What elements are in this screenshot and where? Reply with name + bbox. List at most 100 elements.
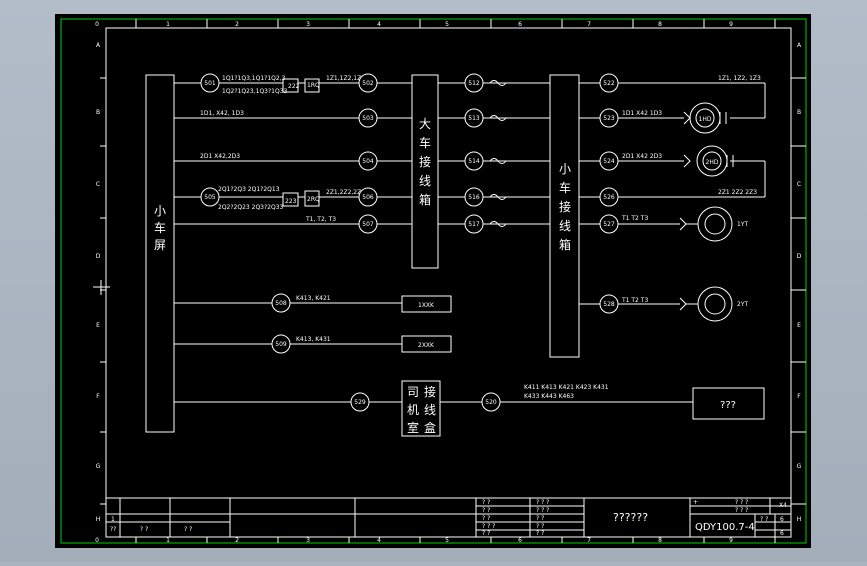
title-cell: ? ? [482, 507, 490, 514]
brake-label: 1YT [737, 221, 748, 228]
terminal-node: 524 [599, 151, 619, 171]
terminal-node: 508 [271, 293, 291, 313]
terminal-node: 503 [358, 108, 378, 128]
title-cell: + [693, 499, 698, 506]
title-cell: ? ? ? [482, 523, 495, 530]
wire-label: 1Z1,1Z2,1Z3 [326, 75, 365, 82]
bridge-box-char: 箱 [419, 192, 431, 207]
ruler-col-label: 6 [518, 21, 522, 28]
terminal-node-label: 517 [468, 221, 480, 228]
terminal-node: 516 [464, 187, 484, 207]
terminal-node: 529 [350, 392, 370, 412]
ruler-col-label: 1 [166, 537, 170, 544]
remote-device-box: ??? [692, 387, 765, 420]
wire-label: T1 T2 T3 [621, 297, 648, 304]
title-cell: ? ? ? [735, 507, 748, 514]
inner-frame [105, 27, 792, 538]
trolley-box-char: 线 [559, 219, 571, 233]
ruler-col-label: 0 [95, 21, 99, 28]
title-cell: ?? [110, 526, 116, 533]
wire-label: 222 [288, 83, 300, 90]
terminal-node-label: 528 [603, 301, 615, 308]
ruler-col-label: 0 [95, 537, 99, 544]
ruler-row-label: D [96, 253, 101, 260]
ruler-row-label: A [797, 42, 802, 49]
terminal-node: 505 [200, 187, 220, 207]
ruler-col-label: 2 [235, 537, 239, 544]
ruler-row-label: H [797, 516, 802, 523]
cab-box-char: 线 [424, 403, 436, 417]
terminal-node-label: 502 [362, 80, 374, 87]
ruler-row-label: D [797, 253, 802, 260]
terminal-node-label: 509 [275, 341, 287, 348]
bridge-junction-box: 大 车 接 线 箱 [411, 74, 439, 269]
title-cell: ? ? [536, 530, 544, 537]
cab-box-char: 司 [407, 385, 419, 399]
terminal-node-label: 508 [275, 300, 287, 307]
trolley-screen-char: 车 [154, 220, 166, 235]
terminal-node: 526 [599, 187, 619, 207]
title-cell: ? ? [140, 526, 148, 533]
terminal-node: 504 [358, 151, 378, 171]
ruler-row-label: G [96, 463, 101, 470]
ruler-row-label: F [96, 393, 100, 400]
ruler-row-label: B [96, 109, 100, 116]
brake-label: 2YT [737, 301, 748, 308]
terminal-node: 527 [599, 214, 619, 234]
title-cell: ? ? ? [536, 507, 549, 514]
trolley-screen-char: 小 [154, 204, 166, 218]
limit-switch-2xxk: 2XXK [418, 342, 435, 349]
terminal-node: 522 [599, 73, 619, 93]
title-cell: ? ? [482, 499, 490, 506]
title-block: 1 ?? ? ? ? ? ? ? ? ? ? ? ? ? ? ? ? ? ? ?… [106, 497, 791, 537]
ruler-row-label: A [96, 42, 101, 49]
terminal-node-label: 512 [468, 80, 480, 87]
motor-label: 1HD [699, 116, 712, 123]
ruler-col-label: 8 [658, 21, 662, 28]
drawing-sheet [55, 14, 811, 548]
wire-label: 1Q2?1Q23,1Q3?1Q33 [222, 88, 288, 95]
hoist-motor-2hd: 2HD [683, 145, 734, 177]
ruler-row-label: F [797, 393, 801, 400]
wire-label: 2Q2?2Q23 2Q3?2Q33 [218, 204, 284, 211]
terminal-node-label: 516 [468, 194, 480, 201]
terminal-node-label: 514 [468, 158, 480, 165]
trolley-screen: 小 车 屏 [145, 74, 175, 433]
cab-box-char: 盒 [424, 420, 436, 435]
right-device-wiring: 1Z1, 1Z2, 1Z3 1D1 X42 1D3 2D1 X42 2D3 2Z… [579, 75, 766, 305]
terminal-node: 520 [481, 392, 501, 412]
trolley-junction-box: 小 车 接 线 箱 [549, 74, 580, 358]
trolley-box-char: 箱 [559, 237, 571, 252]
left-center-wiring: 222 1RQ 1Q1?1Q3,1Q1?1Q2,3 1Q2?1Q23,1Q3?1… [174, 75, 693, 403]
terminal-node-label: 526 [603, 194, 615, 201]
border-frame [60, 18, 807, 544]
ruler-col-label: 5 [445, 21, 449, 28]
title-cell: ? ? [536, 523, 544, 530]
title-cell: ? ? [536, 515, 544, 522]
terminal-node-label: 505 [204, 194, 216, 201]
wire-label: 2Q1?2Q3 2Q1?2Q13 [218, 186, 280, 193]
terminal-node-label: 527 [603, 221, 615, 228]
wire-label: 1Q1?1Q3,1Q1?1Q2,3 [222, 75, 286, 82]
ruler-col-label: 4 [377, 537, 381, 544]
sheet-scale: X4 [779, 502, 787, 509]
ruler-row-label: B [797, 109, 801, 116]
title-cell: 1 [111, 516, 115, 523]
terminal-node-label: 529 [354, 399, 366, 406]
bridge-box-char: 线 [419, 174, 431, 188]
terminal-node-label: 523 [603, 115, 615, 122]
cab-box-char: 接 [424, 384, 436, 399]
limit-switch-1xxk: 1XXK [418, 302, 435, 309]
terminal-node: 502 [358, 73, 378, 93]
terminal-node-label: 513 [468, 115, 480, 122]
terminal-node: 512 [464, 73, 484, 93]
wire-label: 2Z1 2Z2 2Z3 [718, 189, 757, 196]
motor-label: 2HD [706, 159, 719, 166]
wire-label: 1Z1, 1Z2, 1Z3 [718, 75, 761, 82]
wire-label: 223 [285, 198, 297, 205]
wire-label: 1D1 X42 1D3 [622, 110, 662, 117]
remote-device-label: ??? [720, 400, 736, 411]
